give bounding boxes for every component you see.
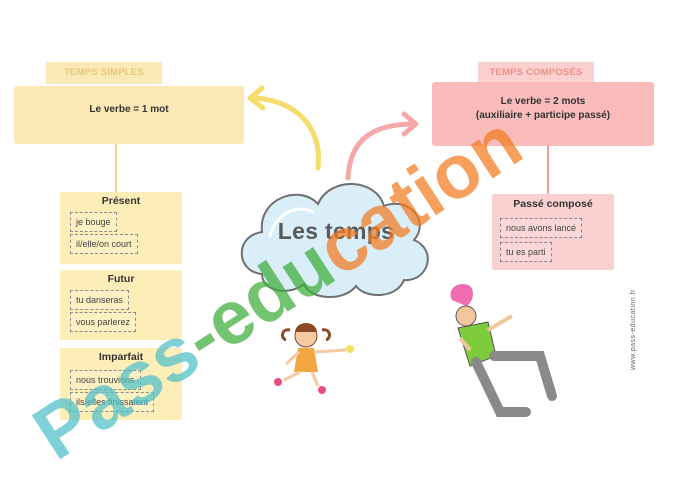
cloud-shape	[240, 183, 429, 299]
rule-compound-line2: (auxiliaire + participe passé)	[475, 110, 611, 121]
box-temps-simples: Le verbe = 1 mot	[14, 86, 244, 144]
tense-title: Passé composé	[513, 198, 593, 210]
example: ils/elles finissaient	[70, 392, 155, 412]
tense-title: Présent	[101, 195, 141, 207]
box-temps-composes: Le verbe = 2 mots (auxiliaire + particip…	[432, 82, 654, 146]
tense-futur: Futur tu danseras vous parlerez	[60, 270, 182, 340]
example: nous trouvions	[70, 370, 141, 390]
tag-temps-simples: TEMPS SIMPLES	[46, 62, 162, 84]
example: tu es parti	[500, 242, 552, 262]
tense-passe-compose: Passé composé nous avons lancé tu es par…	[492, 194, 614, 270]
tense-title: Futur	[107, 273, 135, 285]
tense-title: Imparfait	[98, 351, 144, 363]
rule-compound-line1: Le verbe = 2 mots	[500, 96, 586, 107]
arrow-to-compound	[345, 121, 417, 181]
example: tu danseras	[70, 290, 130, 310]
rule-simple: Le verbe = 1 mot	[89, 104, 169, 115]
boy-illustration	[450, 283, 557, 417]
tense-imparfait: Imparfait nous trouvions ils/elles finis…	[60, 348, 182, 420]
tense-present: Présent je bouge il/elle/on court	[60, 192, 182, 264]
example: il/elle/on court	[70, 234, 138, 254]
example: nous avons lancé	[500, 218, 583, 238]
example: je bouge	[70, 212, 117, 232]
center-title: Les temps	[277, 218, 395, 244]
watermark-url: www.pass-education.fr	[630, 289, 637, 370]
girl-illustration	[274, 323, 354, 394]
arrow-to-simple	[253, 95, 321, 171]
tag-temps-composes: TEMPS COMPOSÉS	[478, 62, 594, 84]
example: vous parlerez	[70, 312, 137, 332]
